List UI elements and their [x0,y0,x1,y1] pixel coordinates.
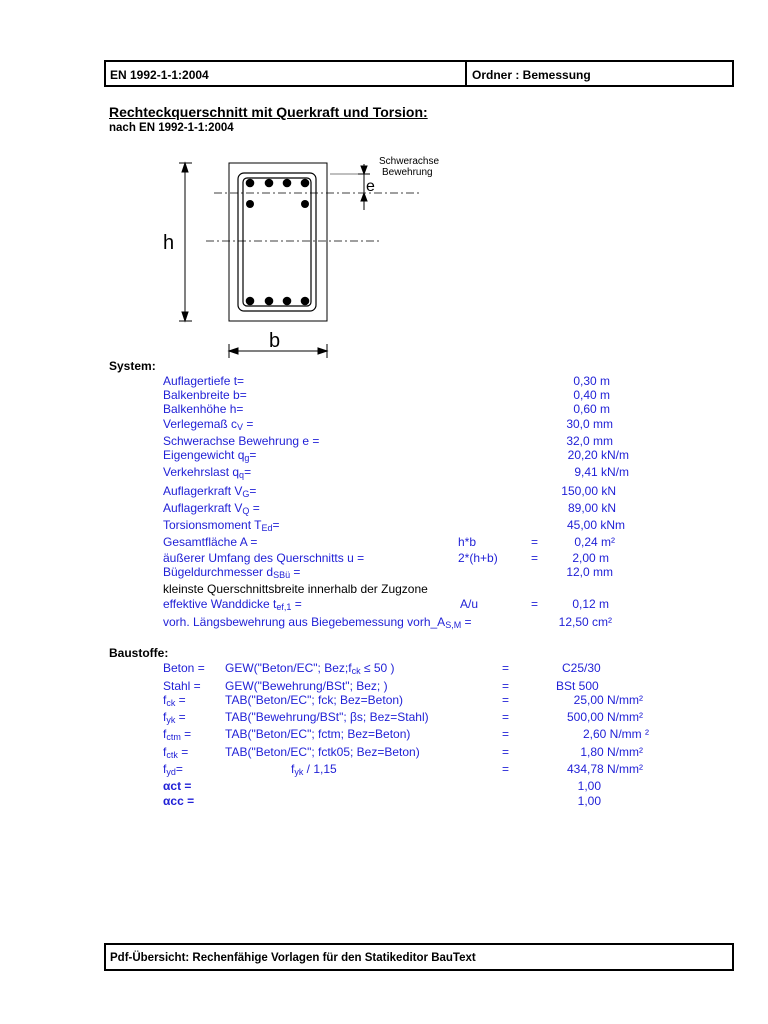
fig-label-b: b [269,330,280,352]
fig-label-reinf: Bewehrung [382,167,433,178]
mat-value: 1,00 [577,779,601,793]
sys-label: Eigengewicht qg= [163,448,257,463]
rebar-bars [245,178,310,306]
mat-formula: GEW("Bewehrung/BSt"; Bez; ) [225,679,388,693]
cross-section-figure: Schwerachse Bewehrung e h b [163,156,439,358]
sys-value: 0,24 m² [574,535,615,549]
fig-label-axis: Schwerachse [379,156,439,167]
mat-eq: = [502,661,510,675]
mat-formula: TAB("Beton/EC"; fctk05; Bez=Beton) [225,745,420,759]
sys-label: Verlegemaß cV = [163,417,254,432]
sys-label: Verkehrslast qq= [163,465,252,480]
sys-label: effektive Wanddicke tef,1 = [163,597,302,612]
sys-label: Auflagerkraft VQ = [163,501,260,516]
sys-value: 12,50 cm² [558,615,612,629]
header-box: EN 1992-1-1:2004 Ordner : Bemessung [104,60,734,87]
sys-value: 0,30 m [573,374,610,388]
mat-label: Beton = [163,661,205,675]
sys-label: Bügeldurchmesser dSBü = [163,565,301,580]
sys-label: äußerer Umfang des Querschnitts u = [163,551,365,565]
footer-box: Pdf-Übersicht: Rechenfähige Vorlagen für… [104,943,734,971]
header-folder: Ordner : Bemessung [472,68,591,82]
mat-value: 2,60 N/mm ² [582,727,649,741]
sys-label: Schwerachse Bewehrung e = [163,434,320,448]
concrete-outline [228,162,328,322]
mat-eq: = [502,710,510,724]
sys-label-note: kleinste Querschnittsbreite innerhalb de… [163,582,428,596]
sys-value: 45,00 kNm [566,518,625,532]
sys-eq: = [531,535,539,549]
mat-formula: TAB("Bewehrung/BSt"; βs; Bez=Stahl) [225,710,429,724]
mat-label: fck = [163,693,186,708]
fig-label-e: e [366,178,375,195]
mat-label: fyd= [163,762,183,777]
mat-eq: = [502,762,510,776]
sys-formula: A/u [460,597,479,611]
sys-value: 32,0 mm [566,434,613,448]
sys-value: 9,41 kN/m [574,465,629,479]
mat-value: C25/30 [562,661,601,675]
mat-value: 434,78 N/mm² [566,762,643,776]
sys-label: Gesamtfläche A = [163,535,258,549]
sys-label: Balkenbreite b= [163,388,247,402]
sys-value: 0,60 m [573,402,610,416]
sys-label: Torsionsmoment TEd= [163,518,280,533]
stirrup-outer [237,172,317,312]
sys-label: Auflagertiefe t= [163,374,245,388]
mat-eq: = [502,745,510,759]
sys-label: Balkenhöhe h= [163,402,244,416]
stirrup-inner [242,177,312,307]
fig-label-h: h [163,232,174,254]
sys-formula: h*b [458,535,477,549]
page-subtitle: nach EN 1992-1-1:2004 [109,122,234,134]
sys-value: 2,00 m [572,551,609,565]
sys-value: 20,20 kN/m [567,448,629,462]
sys-eq: = [531,551,539,565]
mat-formula: GEW("Beton/EC"; Bez;fck ≤ 50 ) [225,661,395,676]
header-divider [465,62,467,85]
sys-label: Auflagerkraft VG= [163,484,257,499]
sys-eq: = [531,597,539,611]
mat-label: fctm = [163,727,192,742]
mat-value: 1,00 [577,794,601,808]
mat-formula: TAB("Beton/EC"; fck; Bez=Beton) [225,693,404,707]
mat-value: BSt 500 [556,679,599,693]
sys-formula: 2*(h+b) [458,551,498,565]
footer-text: Pdf-Übersicht: Rechenfähige Vorlagen für… [110,952,476,964]
mat-label: αct = [163,779,192,793]
sys-value: 150,00 kN [561,484,616,498]
mat-value: 500,00 N/mm² [566,710,643,724]
sys-value: 89,00 kN [567,501,616,515]
mat-eq: = [502,727,510,741]
mat-label: fyk = [163,710,186,725]
materials-heading: Baustoffe: [109,646,169,660]
mat-value: 1,80 N/mm² [580,745,643,759]
mat-value: 25,00 N/mm² [573,693,643,707]
mat-formula: TAB("Beton/EC"; fctm; Bez=Beton) [225,727,411,741]
mat-label: fctk = [163,745,189,760]
system-heading: System: [109,359,156,373]
sys-value: 0,40 m [573,388,610,402]
sys-value: 30,0 mm [566,417,613,431]
page-title: Rechteckquerschnitt mit Querkraft und To… [109,104,428,120]
header-norm: EN 1992-1-1:2004 [110,68,209,82]
mat-label: Stahl = [163,679,201,693]
sys-label: vorh. Längsbewehrung aus Biegebemessung … [163,615,472,630]
mat-formula: fyk / 1,15 [291,762,337,777]
sys-value: 12,0 mm [566,565,613,579]
mat-label: αcc = [163,794,195,808]
mat-eq: = [502,679,510,693]
mat-eq: = [502,693,510,707]
sys-value: 0,12 m [572,597,609,611]
